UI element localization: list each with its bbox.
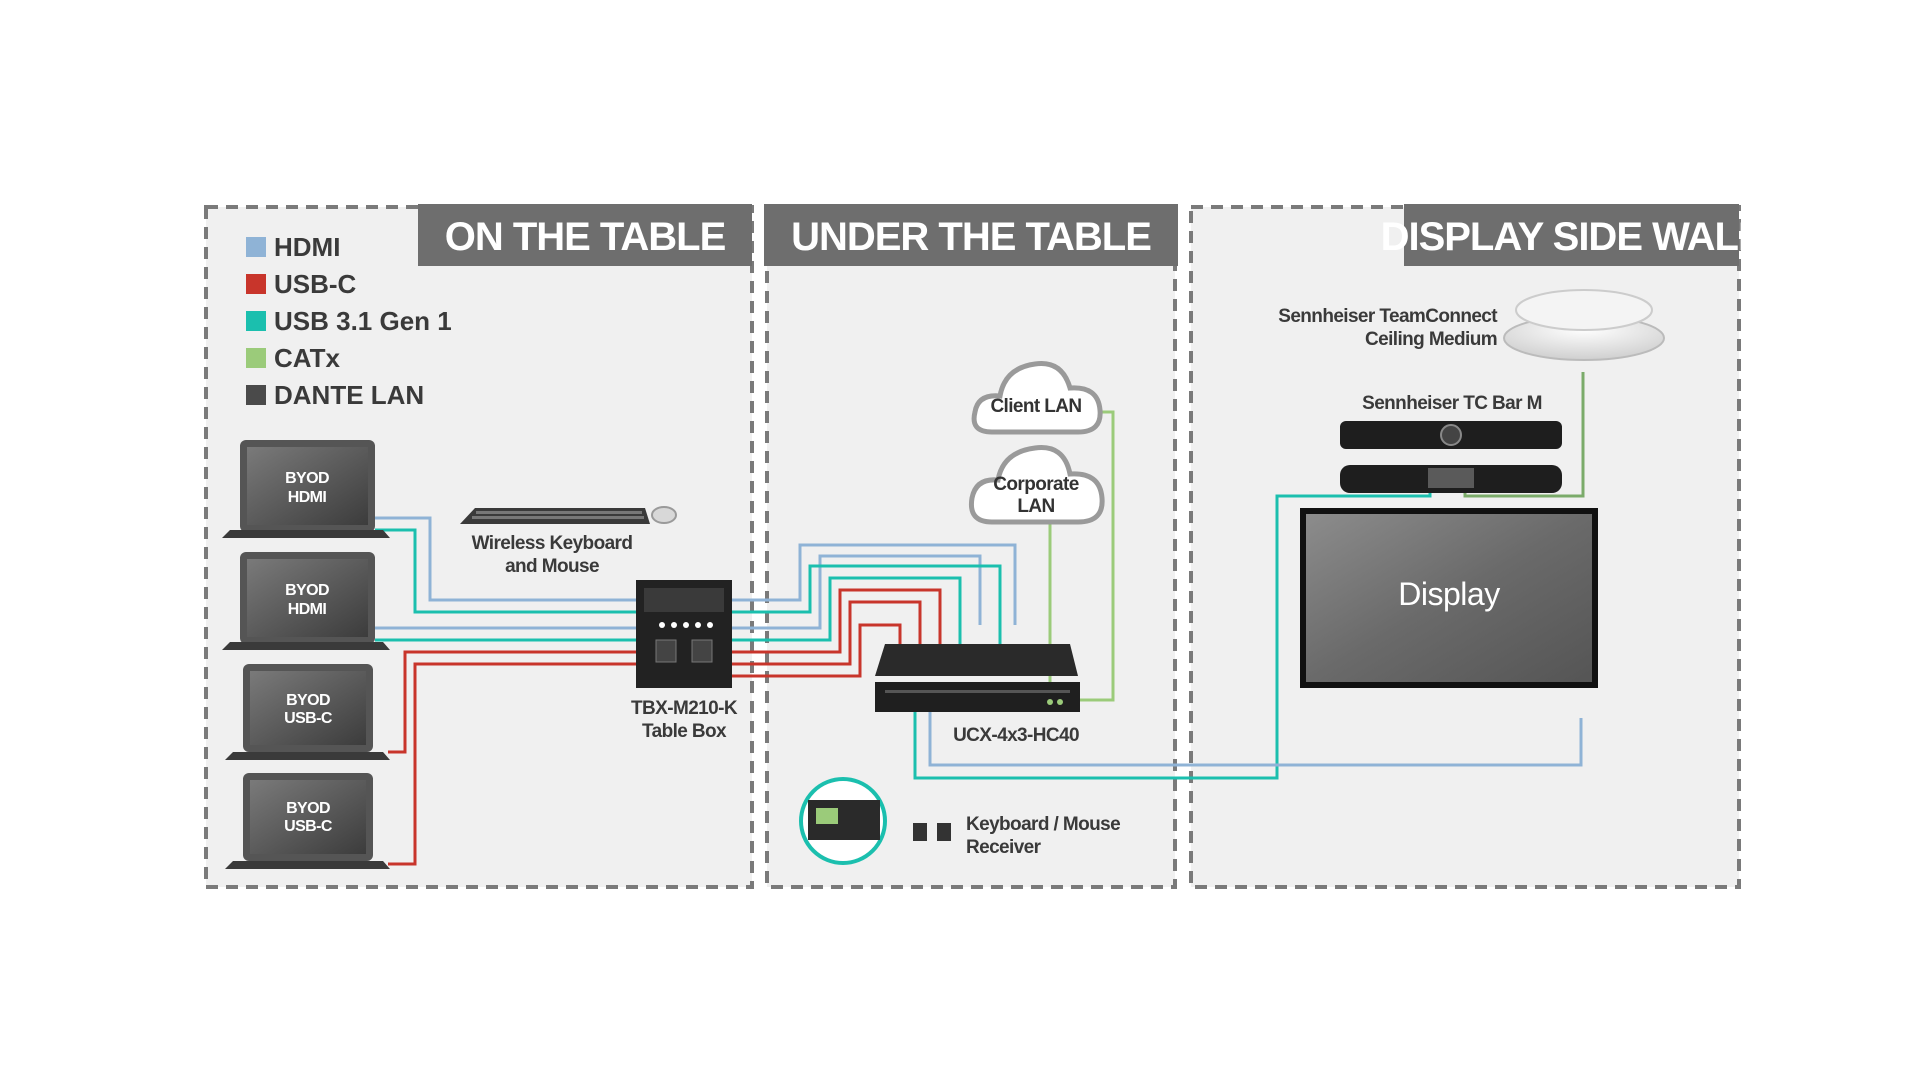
usb-dongle-icon (937, 823, 951, 841)
camera-lens-icon (1440, 424, 1462, 446)
usb-dongle-icon (913, 823, 927, 841)
receiver-group: Keyboard / Mouse Receiver (799, 777, 1121, 865)
laptop-byod-hdmi-2: BYOD HDMI (222, 552, 390, 650)
wireless-keyboard: Wireless Keyboard and Mouse (460, 506, 677, 577)
laptop-1-line-1: BYOD (285, 470, 329, 487)
client-lan-cloud: Client LAN (971, 361, 1103, 435)
usbc-cable-3 (730, 623, 902, 678)
legend-label-usb-c: USB-C (274, 269, 357, 299)
legend: HDMI USB-C USB 3.1 Gen 1 CATx DANTE LAN (246, 232, 452, 410)
laptop-3-line-2: USB-C (284, 710, 333, 727)
laptop-1-line-2: HDMI (288, 489, 327, 506)
laptop-2-line-2: HDMI (288, 601, 327, 618)
switcher-label: UCX-4x3-HC40 (953, 725, 1079, 746)
laptop-3-line-1: BYOD (286, 692, 330, 709)
corporate-lan-label-2: LAN (1017, 496, 1054, 517)
table-box-tbx-m210-k: TBX-M210-K Table Box (631, 580, 738, 742)
client-lan-label: Client LAN (990, 396, 1081, 417)
cables (375, 372, 1585, 866)
table-box-label-2: Table Box (642, 721, 727, 742)
legend-swatch-dante (246, 385, 266, 405)
display-screen: Display (1300, 508, 1598, 688)
laptop-byod-hdmi-1: BYOD HDMI (222, 440, 390, 538)
hdmi-cable-1 (375, 516, 1017, 625)
display-label: Display (1398, 576, 1500, 612)
corporate-lan-label-1: Corporate (993, 474, 1078, 495)
receiver-label-1: Keyboard / Mouse (966, 814, 1120, 835)
table-box-label-1: TBX-M210-K (631, 698, 738, 719)
catx-cable-client-lan (1060, 410, 1115, 702)
zone-title-under-the-table: UNDER THE TABLE (791, 215, 1151, 259)
usbc-cable-1 (388, 588, 942, 754)
ceiling-mic-label-2: Ceiling Medium (1365, 329, 1497, 350)
legend-label-usb31: USB 3.1 Gen 1 (274, 306, 452, 336)
tc-bar-m: Sennheiser TC Bar M (1340, 393, 1562, 493)
laptop-byod-usbc-1: BYOD USB-C (225, 664, 390, 760)
laptop-byod-usbc-2: BYOD USB-C (225, 773, 390, 869)
receiver-label-2: Receiver (966, 837, 1042, 858)
hdmi-cable-to-display (928, 700, 1583, 767)
zone-under-the-table: UNDER THE TABLE (764, 204, 1178, 889)
ceiling-mic-label-1: Sennheiser TeamConnect (1278, 306, 1498, 327)
laptop-2-line-1: BYOD (285, 582, 329, 599)
legend-label-catx: CATx (274, 343, 341, 373)
usb31-cable-1 (375, 528, 1002, 675)
corporate-lan-cloud: Corporate LAN (968, 445, 1105, 525)
ceiling-mic: Sennheiser TeamConnect Ceiling Medium (1278, 289, 1665, 361)
keyboard-label-1: Wireless Keyboard (472, 533, 633, 554)
mouse-icon (651, 506, 677, 524)
tc-bar-label: Sennheiser TC Bar M (1362, 393, 1542, 414)
usbc-cable-2 (388, 600, 922, 866)
legend-swatch-usb31 (246, 311, 266, 331)
laptop-4-line-2: USB-C (284, 818, 333, 835)
legend-swatch-catx (246, 348, 266, 368)
zone-title-display-side-wall: DISPLAY SIDE WALL (1381, 215, 1762, 259)
keyboard-label-2: and Mouse (505, 556, 599, 577)
laptop-4-line-1: BYOD (286, 800, 330, 817)
legend-swatch-usb-c (246, 274, 266, 294)
legend-label-hdmi: HDMI (274, 232, 340, 262)
legend-label-dante: DANTE LAN (274, 380, 424, 410)
legend-swatch-hdmi (246, 237, 266, 257)
zone-title-on-the-table: ON THE TABLE (445, 215, 726, 259)
ucx-switcher: UCX-4x3-HC40 (875, 644, 1080, 746)
